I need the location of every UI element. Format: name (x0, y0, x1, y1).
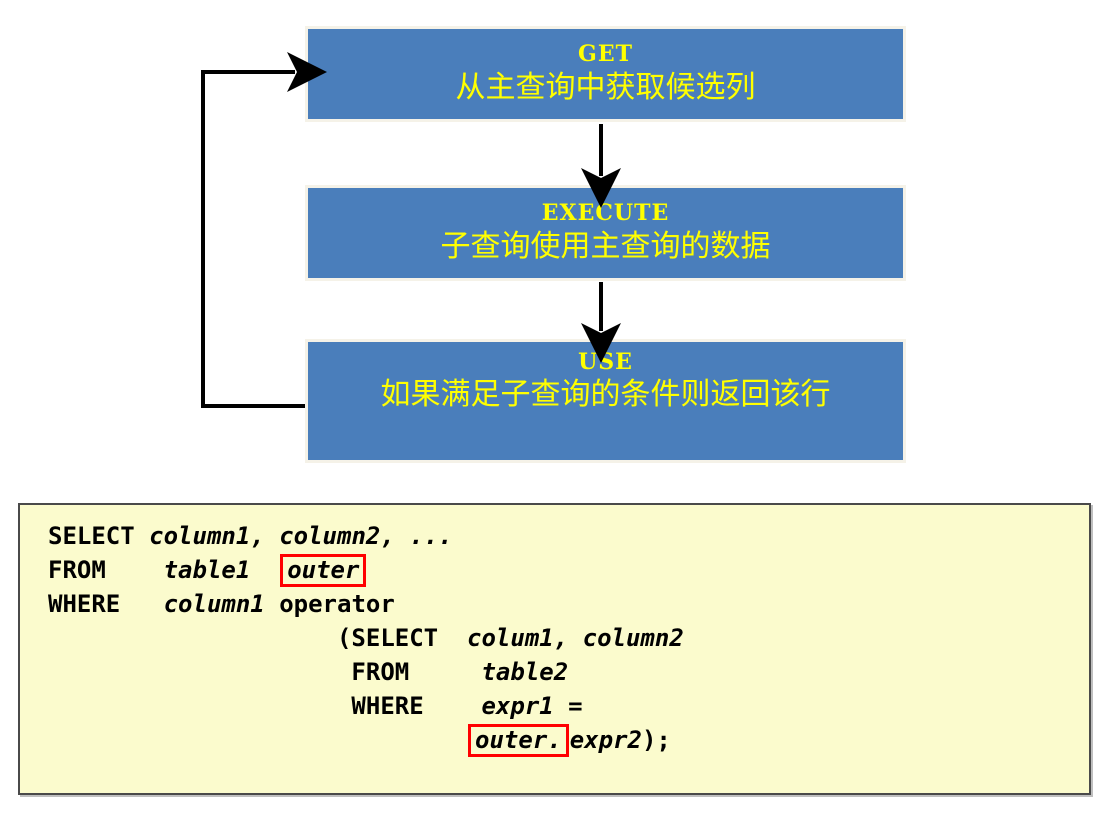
flow-box-get: GET 从主查询中获取候选列 (305, 26, 906, 122)
sql-identifier: expr2 (569, 726, 642, 754)
flow-box-get-description: 从主查询中获取候选列 (455, 69, 756, 105)
sql-identifier: column1, column2, ... (149, 522, 453, 550)
sql-identifier: expr1 = (481, 692, 583, 720)
flow-box-execute-heading: EXECUTE (541, 200, 670, 227)
flow-box-use: USE 如果满足子查询的条件则返回该行 (305, 339, 906, 463)
sql-highlighted-identifier: outer (280, 554, 367, 587)
sql-keyword: WHERE (48, 590, 164, 618)
sql-keyword: FROM (48, 556, 164, 584)
sql-line: FROM table1 outer (48, 553, 1089, 587)
sql-line: SELECT column1, column2, ... (48, 519, 1089, 553)
sql-identifier: table2 (481, 658, 569, 686)
sql-keyword: SELECT (48, 522, 150, 550)
sql-identifier: column1 (163, 590, 265, 618)
flow-box-execute-description: 子查询使用主查询的数据 (440, 228, 771, 264)
sql-code-panel: SELECT column1, column2, ...FROM table1 … (18, 503, 1091, 795)
sql-highlighted-identifier: outer. (468, 724, 569, 757)
flow-box-use-heading: USE (578, 349, 633, 375)
connector-use-to-get (201, 52, 327, 408)
sql-line: outer.expr2); (48, 723, 1089, 757)
flow-box-get-heading: GET (578, 41, 633, 68)
sql-code-block: SELECT column1, column2, ...FROM table1 … (48, 519, 1089, 757)
sql-line: WHERE expr1 = (48, 689, 1089, 723)
sql-line: WHERE column1 operator (48, 587, 1089, 621)
sql-line: (SELECT colum1, column2 (48, 621, 1089, 655)
sql-keyword: FROM (48, 658, 482, 686)
sql-line: FROM table2 (48, 655, 1089, 689)
sql-identifier: table1 (163, 556, 280, 584)
sql-identifier: colum1, column2 (467, 624, 684, 652)
sql-keyword: ); (641, 726, 671, 754)
subquery-flow-diagram: GET 从主查询中获取候选列 EXECUTE 子查询使用主查询的数据 USE 如… (201, 26, 906, 463)
sql-keyword: operator (264, 590, 395, 618)
flow-box-execute: EXECUTE 子查询使用主查询的数据 (305, 185, 906, 281)
sql-keyword: WHERE (48, 692, 482, 720)
sql-keyword (48, 726, 467, 754)
sql-keyword: (SELECT (48, 624, 468, 652)
flow-box-use-description: 如果满足子查询的条件则返回该行 (380, 377, 831, 413)
